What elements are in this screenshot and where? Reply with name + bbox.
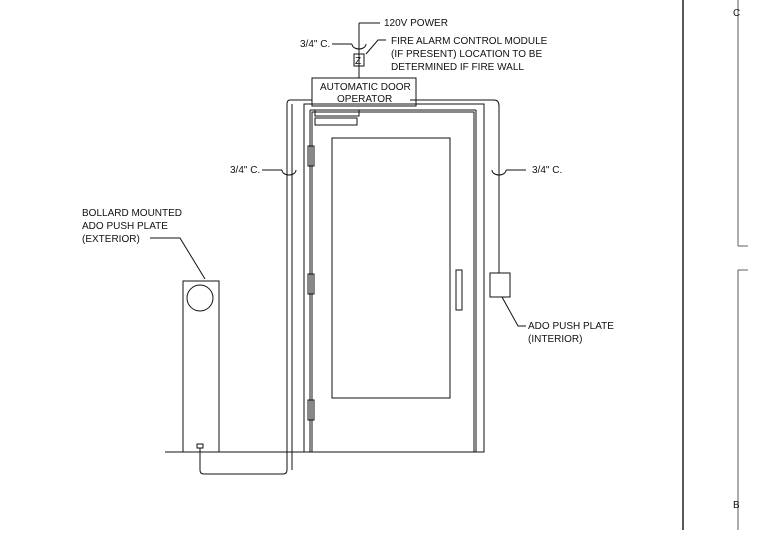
interior-note-1: ADO PUSH PLATE	[528, 321, 614, 332]
interior-push-plate	[489, 272, 511, 298]
power-note: 120V POWER	[384, 18, 448, 29]
door-leaf	[311, 111, 475, 453]
conduit-note-right: 3/4" C.	[532, 165, 562, 176]
conduit-note-top: 3/4" C.	[300, 39, 330, 50]
grid-marker-top: C	[733, 8, 740, 19]
bollard-leader	[150, 237, 206, 280]
conduit-run-top	[290, 99, 500, 273]
bollard-note-1: BOLLARD MOUNTED	[82, 208, 182, 219]
operator-arm	[314, 109, 360, 126]
conduit-marker-right	[491, 169, 507, 176]
interior-push-plate-leader	[501, 296, 526, 327]
automatic-door-operator	[311, 77, 417, 107]
bollard-push-button	[186, 284, 214, 312]
conduit-note-left: 3/4" C.	[230, 165, 260, 176]
fire-alarm-module-symbol: Z	[355, 56, 361, 67]
door-vision-panel	[331, 137, 451, 399]
bollard-note-3: (EXTERIOR)	[82, 234, 140, 245]
bollard	[182, 280, 220, 453]
conduit-marker-top	[351, 43, 367, 50]
fire-alarm-module	[353, 53, 365, 67]
fire-alarm-note-3: DETERMINED IF FIRE WALL	[391, 62, 524, 73]
grid-marker-bottom: B	[733, 500, 740, 511]
door-frame	[303, 103, 485, 453]
operator-label-2: OPERATOR	[337, 94, 392, 105]
title-block-border	[682, 0, 748, 530]
interior-note-2: (INTERIOR)	[528, 334, 582, 345]
fire-alarm-note-2: (IF PRESENT) LOCATION TO BE	[391, 49, 542, 60]
bollard-note-2: ADO PUSH PLATE	[82, 221, 168, 232]
fire-alarm-leader	[365, 39, 386, 55]
door-pull-handle	[455, 269, 463, 311]
operator-label-1: AUTOMATIC DOOR	[320, 82, 411, 93]
door-hinges	[307, 145, 315, 421]
fire-alarm-note-1: FIRE ALARM CONTROL MODULE	[391, 36, 548, 47]
conduit-marker-left	[281, 169, 297, 176]
bollard-conduit-stub	[196, 443, 204, 449]
conduit-run	[199, 99, 291, 475]
